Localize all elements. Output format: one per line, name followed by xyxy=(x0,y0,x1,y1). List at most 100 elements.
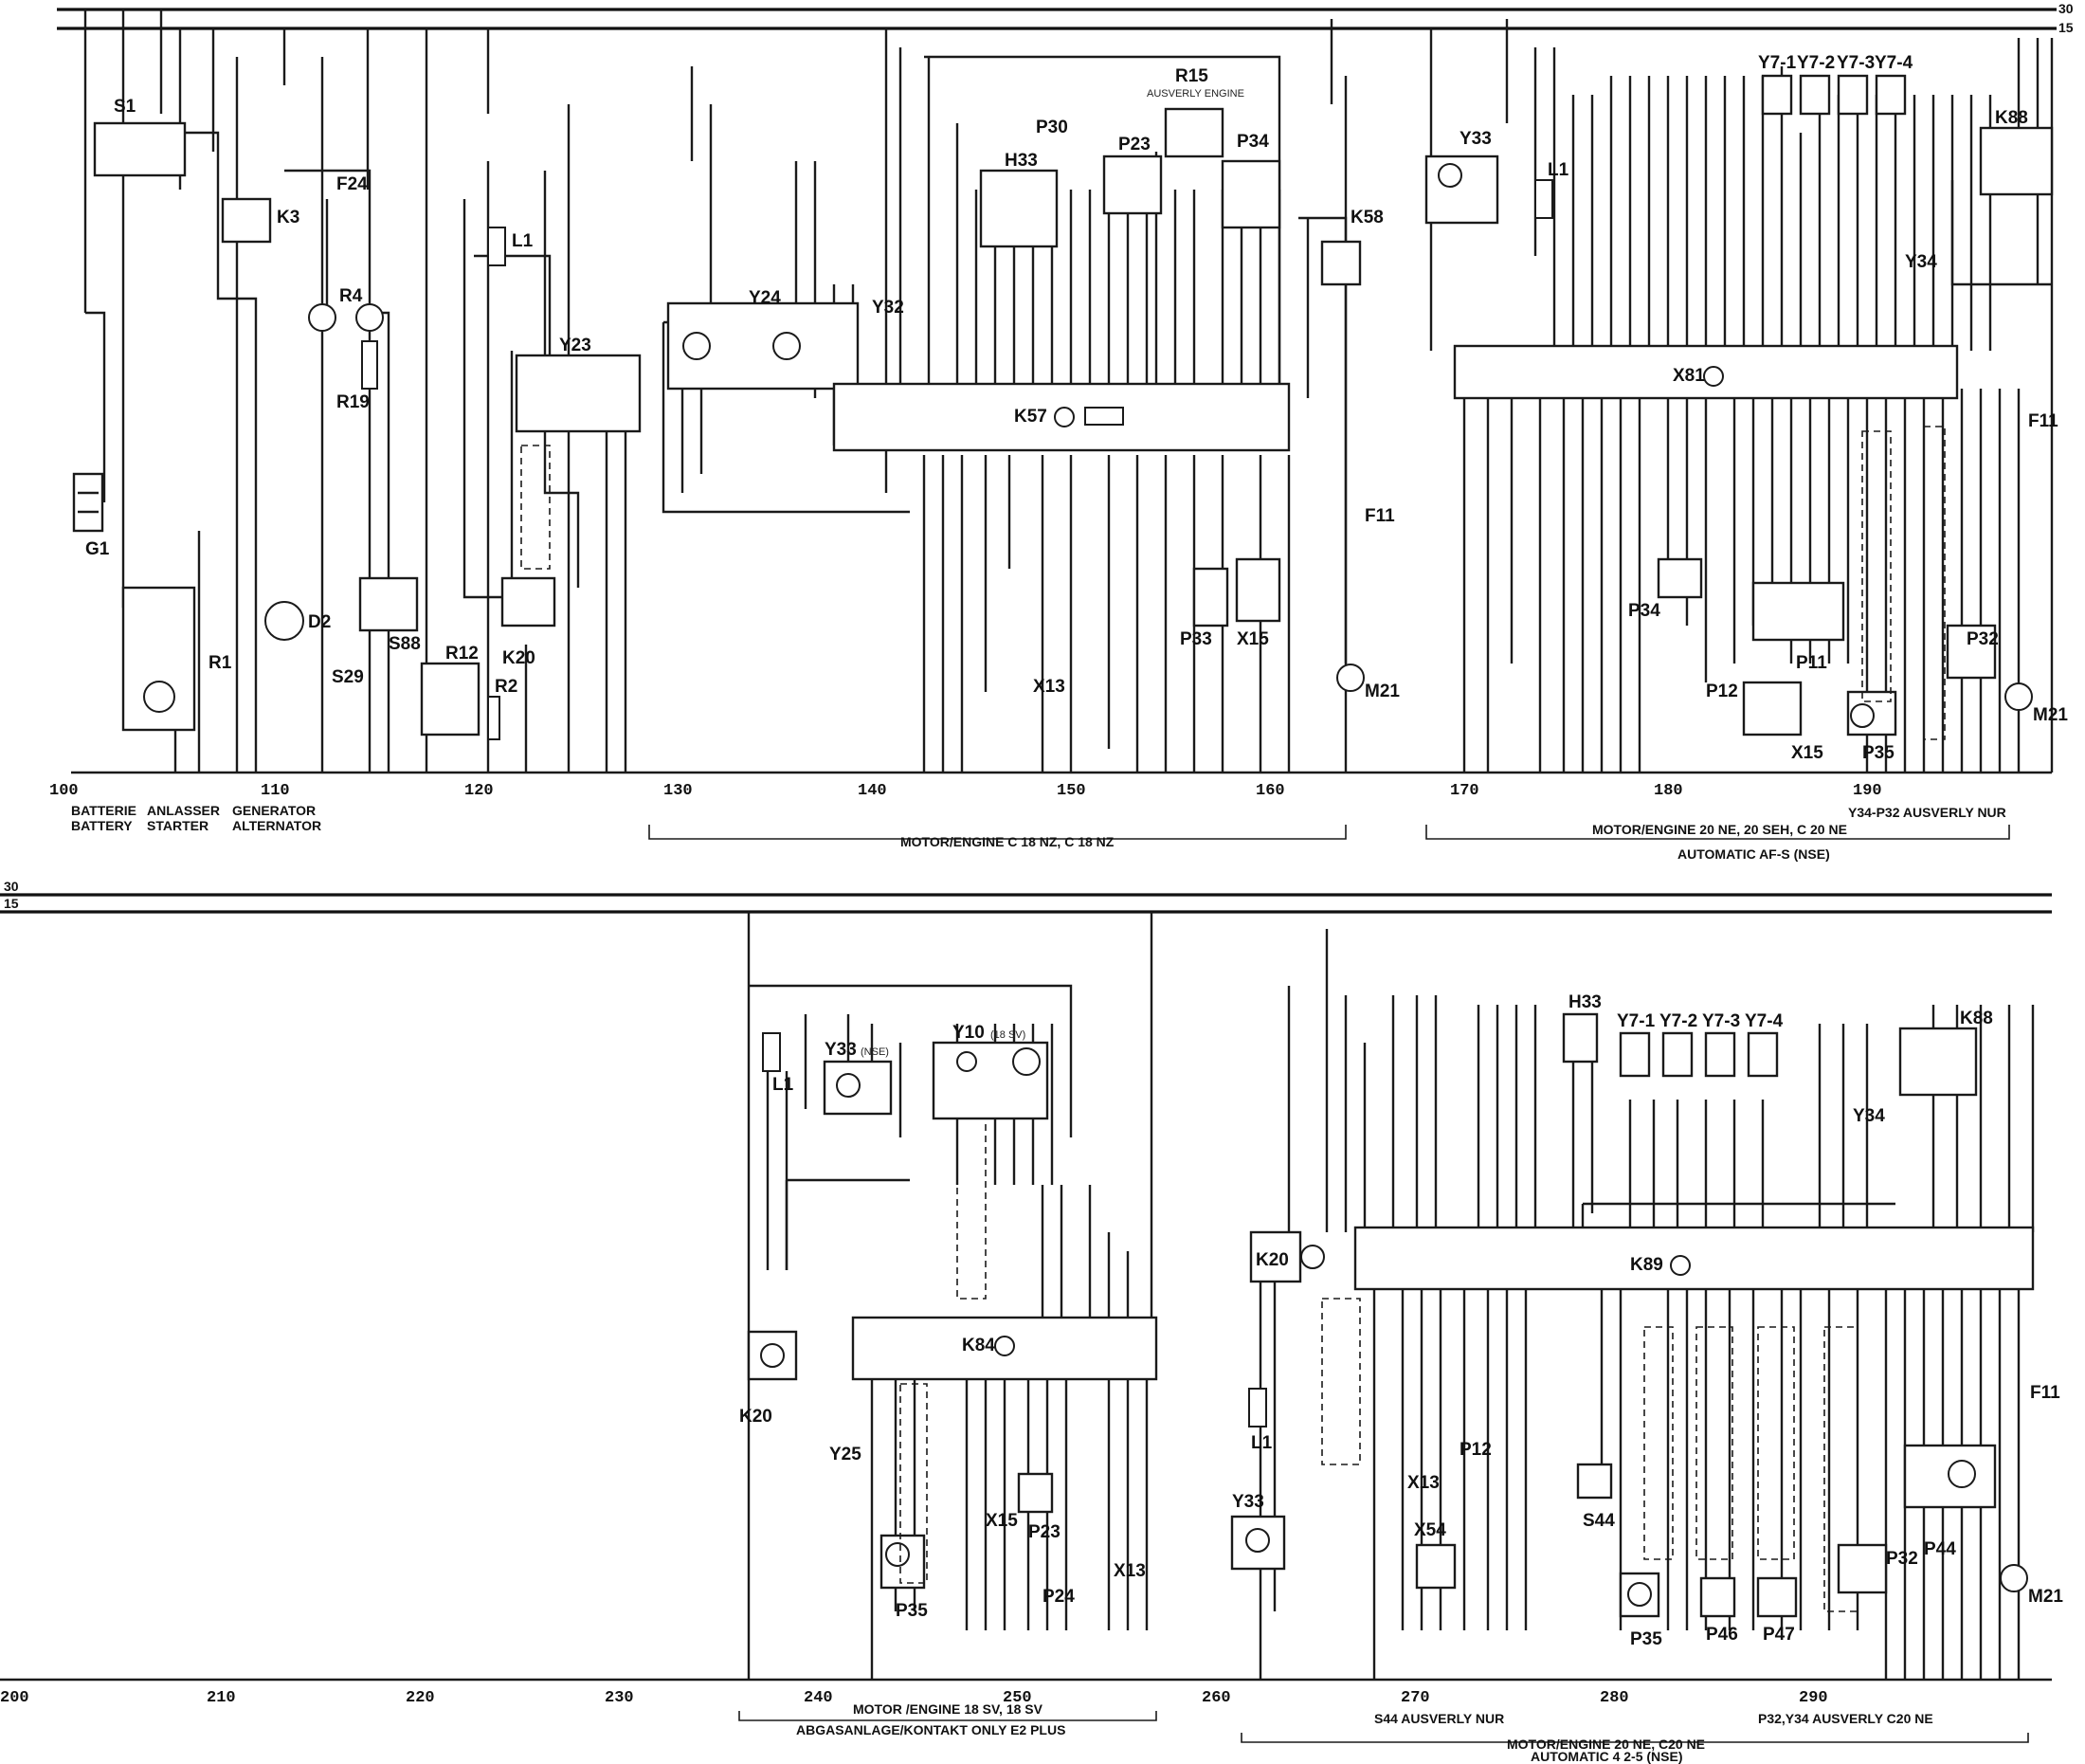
s44-switch xyxy=(1576,1463,1613,1500)
l1-coil xyxy=(487,227,506,266)
caption-k84-1: MOTOR /ENGINE 18 SV, 18 SV xyxy=(853,1701,1043,1717)
r12-heater xyxy=(420,662,480,737)
p23-sensor-bottom xyxy=(1017,1472,1054,1514)
y7-1-injector-bottom xyxy=(1619,1031,1651,1078)
caption-ecm: MOTOR/ENGINE C 18 NZ, C 18 NZ xyxy=(900,834,1115,849)
f11-label-bottom: F11 xyxy=(2030,1383,2060,1403)
ruler-180: 180 xyxy=(1654,782,1683,800)
bus-label-15-bottom: 15 xyxy=(4,896,19,911)
p24-label: P24 xyxy=(1042,1587,1075,1607)
f11-label-2: F11 xyxy=(2028,411,2058,431)
h33-sensor xyxy=(979,169,1059,248)
y7-3-label-bottom: Y7-3 xyxy=(1702,1011,1740,1031)
lamp-r4-1 xyxy=(308,303,336,332)
y7-3-injector-bottom xyxy=(1704,1031,1736,1078)
x54-label: X54 xyxy=(1414,1520,1446,1540)
y7-4-label-bottom: Y7-4 xyxy=(1745,1011,1784,1031)
ruler-220: 220 xyxy=(406,1689,435,1707)
lamp-r4-2 xyxy=(355,303,384,332)
battery-g1 xyxy=(72,472,104,533)
ruler-start-top: 100 xyxy=(49,782,79,800)
k88-label: K88 xyxy=(1995,108,2028,128)
ruler-240: 240 xyxy=(804,1689,833,1707)
x81-label: X81 xyxy=(1673,366,1705,386)
r19-label: R19 xyxy=(336,392,370,412)
p34-label-2: P34 xyxy=(1628,601,1660,621)
x15-connector-2 xyxy=(1742,681,1803,737)
caption-alternator-1: GENERATOR xyxy=(232,803,316,818)
y7-4-label: Y7-4 xyxy=(1875,53,1913,73)
k20-label-bottom: K20 xyxy=(739,1407,772,1427)
r15-part xyxy=(1164,107,1224,158)
y32-label: Y32 xyxy=(872,298,904,318)
r2-label: R2 xyxy=(495,677,517,697)
ruler-120: 120 xyxy=(464,782,494,800)
k3-relay xyxy=(221,197,272,244)
p34-label: P34 xyxy=(1237,132,1269,152)
y7-2-label-bottom: Y7-2 xyxy=(1659,1011,1697,1031)
k89-label: K89 xyxy=(1630,1255,1663,1275)
caption-y34: Y34-P32 AUSVERLY NUR xyxy=(1848,805,2006,820)
r1-label: R1 xyxy=(208,653,232,673)
ruler-start-bottom: 200 xyxy=(0,1689,29,1707)
caption-starter-1: ANLASSER xyxy=(147,803,220,818)
caption-alternator-2: ALTERNATOR xyxy=(232,818,321,833)
p34-sensor-2 xyxy=(1657,557,1703,599)
p47-label: P47 xyxy=(1763,1625,1795,1645)
p32-sensor xyxy=(1946,624,1997,680)
k88-relay-bottom xyxy=(1898,1027,1978,1097)
y7-1-label: Y7-1 xyxy=(1758,53,1797,73)
p46-label: P46 xyxy=(1706,1625,1738,1645)
y33-valve xyxy=(1424,155,1499,225)
bottom-ruler: 200 210 220 230 240 250 260 270 280 290 xyxy=(0,1689,1828,1707)
r15-label: R15 xyxy=(1175,66,1208,86)
bus-label-15-top: 15 xyxy=(2058,20,2074,35)
k89-harness xyxy=(1259,929,2035,1680)
m21-label-bottom: M21 xyxy=(2028,1587,2063,1607)
h33-sensor-bottom xyxy=(1562,1012,1599,1064)
k57-label: K57 xyxy=(1014,407,1047,427)
p30-label: P30 xyxy=(1036,118,1068,137)
s1-label: S1 xyxy=(114,97,136,117)
caption-x81-2: AUTOMATIC AF-S (NSE) xyxy=(1677,846,1830,862)
s88-label: S88 xyxy=(389,634,421,654)
d2-label: D2 xyxy=(308,612,331,632)
p33-label: P33 xyxy=(1180,629,1212,649)
top-section: 30 15 S1 G1 K3 R1 D2 F24 xyxy=(49,1,2074,862)
x15-label-2: X15 xyxy=(1791,743,1823,763)
h33-label: H33 xyxy=(1005,151,1038,171)
ruler-280: 280 xyxy=(1600,1689,1629,1707)
ruler-170: 170 xyxy=(1450,782,1479,800)
y34-label: Y34 xyxy=(1905,252,1937,272)
top-left-wires xyxy=(83,9,627,773)
y7-3-injector xyxy=(1837,74,1869,116)
k89-ecu xyxy=(1353,1226,2035,1291)
l1-label-2: L1 xyxy=(1548,160,1569,180)
y23-distributor xyxy=(515,354,642,433)
y7-2-injector xyxy=(1799,74,1831,116)
m21-label-2: M21 xyxy=(2033,705,2068,725)
x13-label-bottom: X13 xyxy=(1114,1561,1146,1581)
k3-label: K3 xyxy=(277,208,299,227)
g1-label: G1 xyxy=(85,539,110,559)
y7-2-label: Y7-2 xyxy=(1797,53,1835,73)
x81-harness xyxy=(1429,19,2054,773)
caption-p32: P32,Y34 AUSVERLY C20 NE xyxy=(1758,1711,1933,1726)
ruler-230: 230 xyxy=(605,1689,634,1707)
p11-sensor xyxy=(1751,581,1845,642)
y33-label-k89: Y33 xyxy=(1232,1492,1264,1512)
y23-label: Y23 xyxy=(559,336,591,355)
k88-relay xyxy=(1979,126,2054,196)
r15-note: AUSVERLY ENGINE xyxy=(1147,88,1244,100)
ruler-290: 290 xyxy=(1799,1689,1828,1707)
y33-label-bottom: Y33 xyxy=(825,1040,857,1060)
caption-starter-2: STARTER xyxy=(147,818,208,833)
top-ruler: 100 110 120 130 140 150 160 170 180 190 xyxy=(49,782,1882,800)
ruler-140: 140 xyxy=(858,782,887,800)
p34-sensor xyxy=(1221,159,1281,229)
m21-fan-2 xyxy=(2004,682,2033,711)
ruler-270: 270 xyxy=(1401,1689,1430,1707)
p23-label: P23 xyxy=(1118,135,1151,155)
k20-label: K20 xyxy=(502,648,535,668)
